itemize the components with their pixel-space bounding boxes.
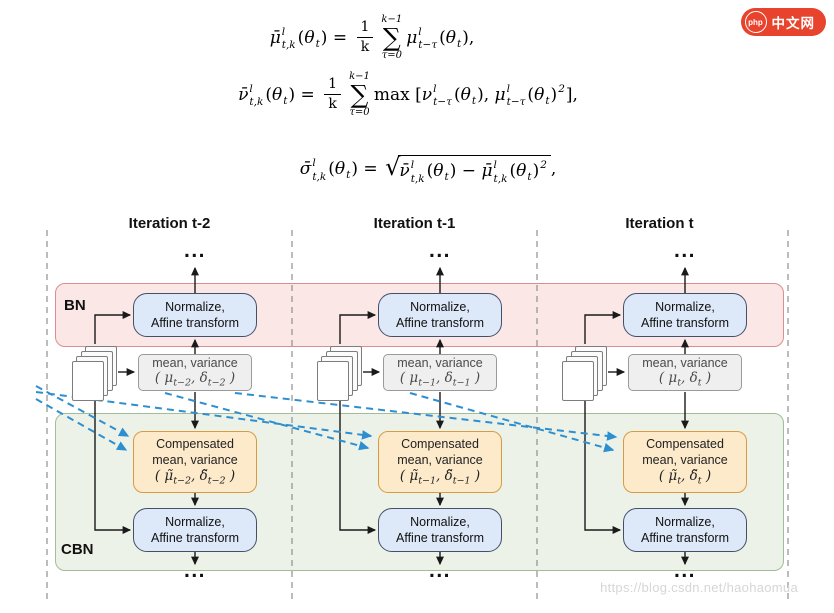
ellipsis-bottom: ...	[183, 559, 206, 582]
compensated-mean-variance-box: Compensated mean, variance ( μ̃t−1, δ̃t−…	[378, 431, 502, 493]
logo-text: 中文网	[771, 16, 815, 31]
column-header: Iteration t	[625, 215, 694, 232]
compensated-mean-variance-box: Compensated mean, variance ( μ̃t−2, δ̃t−…	[133, 431, 257, 493]
feature-maps-icon	[562, 346, 608, 401]
cbn-normalize-box: Normalize, Affine transform	[378, 508, 502, 552]
iteration-column-t-1: Iteration t-1 ... Normalize, Affine tran…	[292, 215, 537, 600]
ellipsis-bottom: ...	[673, 559, 696, 582]
watermark: https://blog.csdn.net/haohaomua	[600, 580, 798, 595]
feature-maps-icon	[72, 346, 118, 401]
bn-normalize-box: Normalize, Affine transform	[378, 293, 502, 337]
column-header: Iteration t-1	[373, 215, 456, 232]
mean-variance-box: mean, variance ( μt, δt )	[628, 354, 742, 391]
ellipsis-top: ...	[673, 239, 696, 262]
ellipsis-bottom: ...	[428, 559, 451, 582]
iteration-column-t-2: Iteration t-2 ... Normalize, Affine tran…	[47, 215, 292, 600]
compensated-symbols: ( μ̃t−1, δ̃t−1 )	[399, 467, 481, 487]
bn-label: BN	[64, 297, 86, 314]
cbn-normalize-box: Normalize, Affine transform	[133, 508, 257, 552]
stat-symbols: ( μt−1, δt−1 )	[399, 369, 481, 389]
bn-normalize-box: Normalize, Affine transform	[623, 293, 747, 337]
mean-variance-box: mean, variance ( μt−1, δt−1 )	[383, 354, 497, 391]
ellipsis-top: ...	[183, 239, 206, 262]
compensated-mean-variance-box: Compensated mean, variance ( μ̃t, δ̃t )	[623, 431, 747, 493]
php-logo-icon: php	[744, 11, 767, 33]
compensated-symbols: ( μ̃t−2, δ̃t−2 )	[154, 467, 236, 487]
php-cn-logo[interactable]: php 中文网	[740, 8, 826, 36]
stat-symbols: ( μt, δt )	[658, 369, 712, 389]
compensated-symbols: ( μ̃t, δ̃t )	[658, 467, 712, 487]
column-header: Iteration t-2	[128, 215, 211, 232]
stat-symbols: ( μt−2, δt−2 )	[154, 369, 236, 389]
cbn-normalize-box: Normalize, Affine transform	[623, 508, 747, 552]
ellipsis-top: ...	[428, 239, 451, 262]
mean-variance-box: mean, variance ( μt−2, δt−2 )	[138, 354, 252, 391]
iteration-column-t: Iteration t ... Normalize, Affine transf…	[537, 215, 782, 600]
cbn-label: CBN	[61, 541, 94, 558]
feature-maps-icon	[317, 346, 363, 401]
bn-normalize-box: Normalize, Affine transform	[133, 293, 257, 337]
